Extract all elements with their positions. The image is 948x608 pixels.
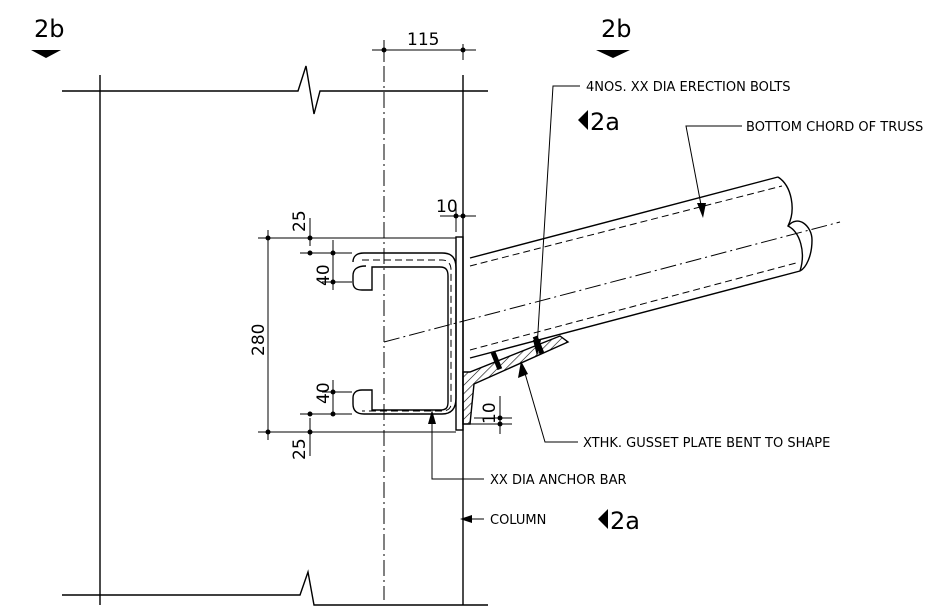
leader-gusset-plate: XTHK. GUSSET PLATE BENT TO SHAPE — [518, 361, 830, 451]
dimension-top-bar-label: 40 — [314, 264, 334, 286]
label-erection-bolts: 4NOS. XX DIA ERECTION BOLTS — [586, 80, 791, 95]
bottom-chord-pipe — [383, 176, 841, 359]
leader-erection-bolts: 4NOS. XX DIA ERECTION BOLTS — [533, 80, 791, 356]
section-arrow-right-icon — [596, 50, 630, 58]
leader-anchor-bar: XX DIA ANCHOR BAR — [428, 410, 627, 488]
dimension-bottom-bar-label: 40 — [314, 382, 334, 404]
dimension-top-edge-label: 25 — [290, 210, 310, 232]
section-arrow-left-icon — [31, 50, 61, 58]
dimension-height-label: 280 — [249, 324, 269, 356]
section-mark-left: 2b — [31, 15, 65, 58]
label-anchor-bar: XX DIA ANCHOR BAR — [490, 473, 627, 488]
view-arrow-bottom-icon — [598, 509, 608, 529]
dimension-bottom-edge-label: 25 — [290, 438, 310, 460]
view-arrow-top-icon — [578, 110, 588, 130]
dimension-gusset-gap-label: 10 — [480, 402, 500, 424]
leader-bottom-chord: BOTTOM CHORD OF TRUSS — [685, 120, 923, 218]
label-bottom-chord: BOTTOM CHORD OF TRUSS — [746, 120, 923, 135]
view-mark-top-label: 2a — [590, 108, 620, 136]
dimension-115-label: 115 — [407, 30, 439, 50]
section-mark-right-label: 2b — [601, 15, 632, 43]
section-mark-right: 2b — [596, 15, 632, 58]
gusset-plate — [462, 335, 570, 425]
dimension-plate-gap-label: 10 — [436, 197, 458, 217]
section-mark-left-label: 2b — [34, 15, 65, 43]
dimension-plate-10: 10 — [436, 197, 476, 232]
label-column: COLUMN — [490, 513, 546, 528]
leader-column: COLUMN — [460, 513, 546, 528]
column-top-break-line — [62, 65, 488, 115]
anchor-bar — [352, 252, 457, 415]
column-bottom-break-line — [62, 569, 488, 606]
column-outline — [62, 40, 488, 606]
view-mark-bottom-label: 2a — [610, 507, 640, 535]
left-dimension-chain: 25 40 280 40 25 — [249, 210, 456, 460]
dimension-115: 115 — [372, 30, 476, 60]
view-mark-top: 2a — [578, 108, 620, 136]
bearing-plate — [455, 236, 464, 431]
label-gusset-plate: XTHK. GUSSET PLATE BENT TO SHAPE — [583, 436, 830, 451]
dimension-gusset-10: 10 — [463, 396, 512, 434]
view-mark-bottom: 2a — [598, 507, 640, 535]
